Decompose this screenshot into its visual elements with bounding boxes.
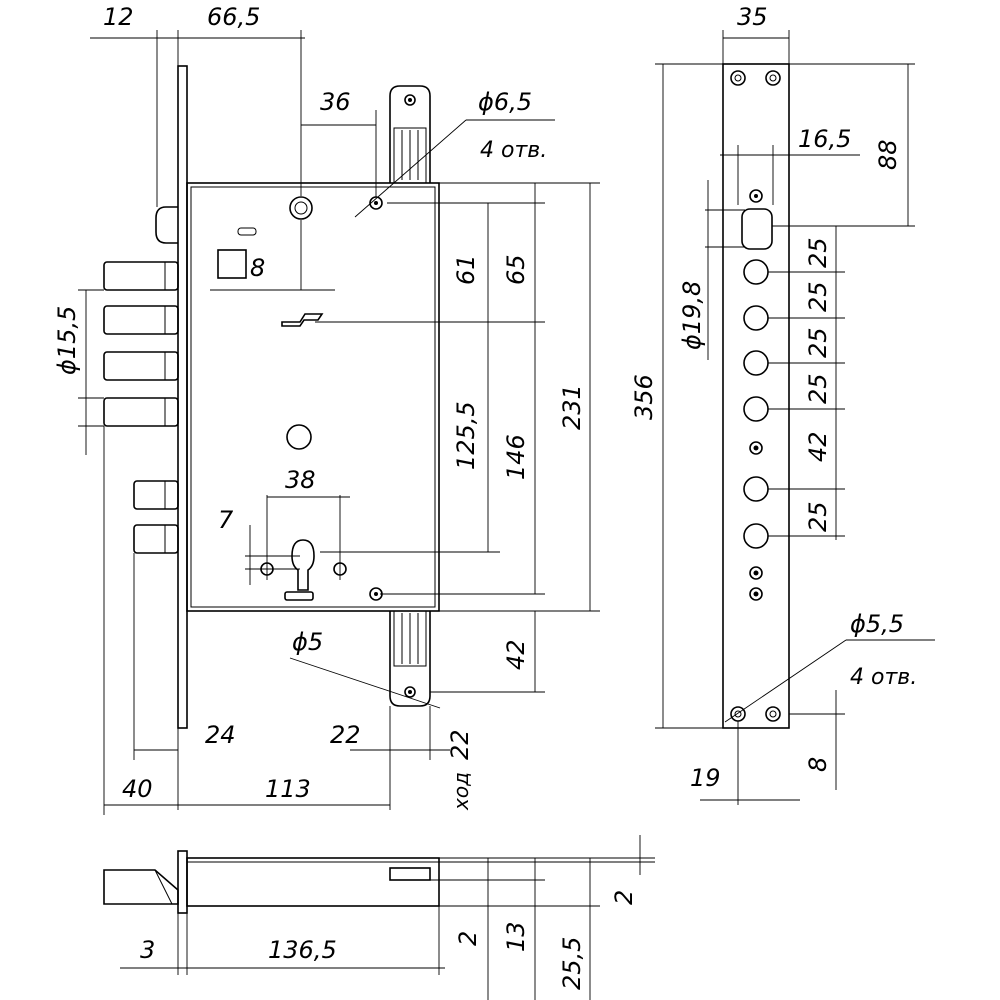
dim-40: 40	[122, 775, 153, 803]
dim-35: 35	[737, 3, 768, 31]
top-spindle-hole	[289, 196, 313, 220]
lock-side-view	[103, 835, 655, 1000]
dim-42-strip: 42	[804, 431, 832, 462]
dim-2-a: 2	[454, 931, 482, 946]
dim-phi-5-5: ϕ5,5	[850, 610, 904, 638]
dim-7: 7	[218, 506, 234, 534]
deadbolts-lower	[133, 480, 179, 554]
deadbolts-upper	[103, 261, 179, 427]
middle-hole	[286, 424, 312, 450]
dim-16-5: 16,5	[798, 125, 851, 153]
dim-136-5: 136,5	[268, 936, 337, 964]
dim-113: 113	[265, 775, 311, 803]
dim-61: 61	[452, 254, 480, 285]
label-travel: ход	[449, 772, 473, 811]
label-4-holes-top: 4 отв.	[480, 138, 547, 163]
faceplate	[177, 65, 188, 729]
strike-plate	[722, 63, 790, 729]
dim-25-6: 25	[804, 501, 832, 532]
dim-38: 38	[285, 466, 316, 494]
square-spindle	[217, 249, 247, 279]
dim-25-4: 25	[804, 373, 832, 404]
dim-phi-15-5: ϕ15,5	[53, 306, 81, 375]
dim-125-5: 125,5	[452, 401, 480, 470]
dim-3: 3	[140, 936, 155, 964]
dim-8-strip: 8	[804, 757, 832, 772]
dim-25-3: 25	[804, 327, 832, 358]
dim-phi-6-5: ϕ6,5	[478, 88, 532, 116]
dim-22: 22	[330, 721, 361, 749]
label-4-holes-bottom: 4 отв.	[850, 665, 917, 690]
dimensions-side: 3 136,5 2 13 25,5 2	[140, 890, 638, 990]
dim-146: 146	[502, 434, 530, 480]
bottom-rod-connector	[389, 610, 431, 707]
dim-25-1: 25	[804, 237, 832, 268]
dim-42-right: 42	[502, 639, 530, 670]
dimensions-front: 12 66,5 36 ϕ6,5 4 отв. 8 61 65 231 125,5	[53, 3, 600, 815]
lock-case	[186, 182, 440, 612]
dim-25-2: 25	[804, 281, 832, 312]
lock-body-front-view	[103, 65, 440, 729]
dim-24: 24	[205, 721, 236, 749]
follower-notch	[281, 313, 324, 327]
dim-88: 88	[874, 139, 902, 170]
dim-22-travel: 22	[446, 729, 474, 760]
dim-8-square: 8	[250, 254, 265, 282]
dim-36: 36	[320, 88, 351, 116]
dim-231: 231	[558, 384, 586, 430]
dim-25-5: 25,5	[558, 937, 586, 990]
dim-66-5: 66,5	[207, 3, 260, 31]
dim-65: 65	[502, 254, 530, 285]
small-slot	[237, 227, 257, 236]
cylinder-cutout	[260, 539, 383, 601]
dim-phi-5: ϕ5	[292, 628, 323, 656]
latch-bolt	[155, 206, 178, 244]
dim-2-b: 2	[610, 890, 638, 905]
dim-19: 19	[690, 764, 721, 792]
dim-12: 12	[103, 3, 134, 31]
dim-phi-19-8: ϕ19,8	[678, 281, 706, 350]
dim-356: 356	[630, 374, 658, 420]
dim-13: 13	[502, 921, 530, 952]
dimensions-strike: 35 88 16,5 ϕ19,8 356 25 25 25 25 42 25 2…	[630, 3, 935, 805]
